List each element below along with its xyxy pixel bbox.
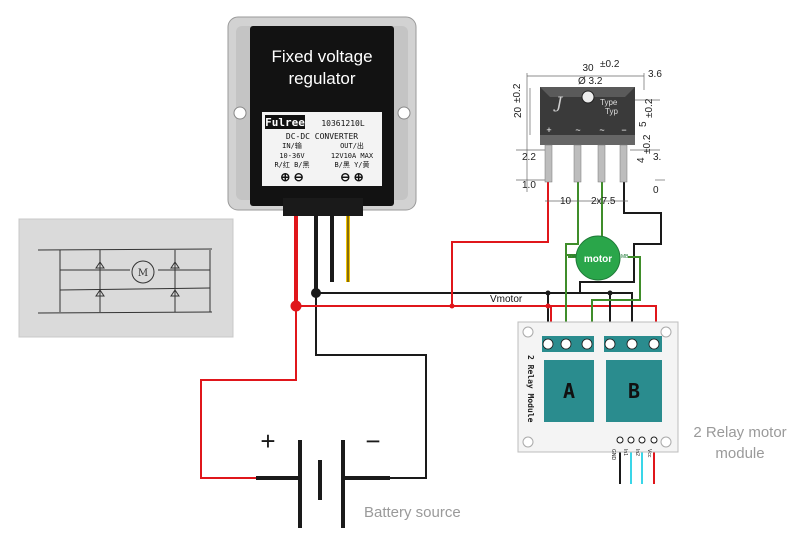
motor-pin-right: MB (621, 254, 629, 260)
regulator-title-line2: regulator (288, 69, 355, 88)
dim-5: 5 (638, 121, 649, 127)
motor-pin-left: 0A (570, 254, 577, 260)
relay-b-label: B (628, 379, 640, 403)
relay-pin (616, 436, 624, 444)
converter-type: DC-DC CONVERTER (286, 132, 358, 141)
in-header: IN/输 (282, 141, 302, 150)
relay-pin-vcc-label: Vcc (646, 449, 652, 458)
bridge-plus-wire (451, 180, 549, 306)
sketch-motor-label: M (138, 268, 148, 279)
out-polarity-symbols: ⊖ ⊕ (340, 170, 363, 184)
vmotor-label: Vmotor (490, 294, 523, 305)
dim-5-tol: ±0.2 (644, 98, 655, 118)
relay-pin-in1-label: In1 (622, 449, 628, 456)
relay-caption-line2: module (715, 445, 764, 462)
dim-4-tol: ±0.2 (642, 134, 653, 154)
relay-mount-hole (522, 436, 534, 448)
terminal-screw (581, 338, 593, 350)
dim-4: 4 (636, 157, 647, 163)
dim-3: 3. (653, 152, 661, 163)
relay-pin-gnd-label: GND (610, 449, 616, 461)
bus-tap-node (607, 290, 613, 296)
battery-minus-sign: − (365, 426, 380, 456)
dim-2-2: 2.2 (522, 152, 536, 163)
relay-module: 2 Relay Module A B GND In1 In2 Vcc (517, 321, 679, 461)
dim-3-6: 3.6 (648, 69, 662, 80)
bridge-ac2-wire (591, 256, 641, 340)
out-spec: 12V10A MAX (331, 152, 374, 160)
terminal-screw (626, 338, 638, 350)
bus-tap-node (545, 303, 551, 309)
pin-plus-label: + (546, 125, 551, 135)
pin-minus-label: − (621, 125, 626, 135)
battery-symbol: + − (256, 426, 390, 528)
relay-caption-line1: 2 Relay motor (693, 424, 786, 441)
dim-20: 20 (513, 106, 524, 118)
dim-width-tol: ±0.2 (600, 59, 620, 70)
out-wire-colors: B/黑 Y/黄 (334, 160, 369, 169)
bus-tap-node (449, 303, 455, 309)
battery-plus-sign: + (260, 426, 275, 456)
bridge-pin (597, 144, 606, 183)
motor: motor 0A MB (570, 235, 629, 281)
motor-label: motor (584, 254, 612, 265)
relay-pin (638, 436, 646, 444)
wires (200, 180, 662, 484)
terminal-screw (604, 338, 616, 350)
cable-gland (283, 198, 363, 216)
voltage-regulator: Fixed voltage regulator Fulree 10361210L… (227, 16, 417, 216)
positive-junction-node (290, 300, 302, 312)
battery-minus-wire (315, 293, 427, 479)
relay-mount-hole (522, 326, 534, 338)
dim-width: 30 (582, 63, 594, 74)
bridge-mount-hole (581, 90, 595, 104)
relay-pin-in2-label: In2 (634, 449, 640, 456)
typ-label: Typ (605, 107, 618, 116)
bridge-body (540, 87, 635, 137)
bridge-pin (619, 144, 628, 183)
dim-10: 10 (560, 196, 572, 207)
bridge-pin (544, 144, 553, 183)
out-header: OUT/出 (340, 141, 364, 150)
motor-body (575, 235, 621, 281)
type-label: Type (600, 98, 618, 107)
model-label: 10361210L (321, 119, 365, 128)
mounting-hole (233, 106, 247, 120)
sketch-motor-symbol (131, 260, 155, 284)
terminal-screw (648, 338, 660, 350)
relay-a-label: A (563, 379, 575, 403)
pin-ac1-label: ~ (575, 125, 580, 135)
regulator-title-line1: Fixed voltage (271, 47, 372, 66)
battery-caption: Battery source (364, 504, 461, 521)
bridge-logo-j: J (553, 93, 564, 112)
brand-label: Fulree (265, 116, 305, 129)
in-polarity-symbols: ⊕ ⊖ (280, 170, 303, 184)
bus-tap-node (545, 290, 551, 296)
relay-pin (627, 436, 635, 444)
bridge-minus-wire (579, 180, 662, 293)
dim-1-0: 1.0 (522, 180, 536, 191)
bridge-rectifier: 30 ±0.2 3.6 Ø 3.2 J Type Typ 20 ±0.2 5 ±… (512, 59, 665, 207)
sketch-photo: M (18, 218, 234, 338)
relay-a-body (544, 360, 594, 422)
battery-plus-wire (200, 306, 297, 479)
relay-module-text: 2 Relay Module (526, 355, 535, 423)
dim-0: 0 (653, 185, 659, 196)
relay-b-body (606, 360, 662, 422)
terminal-screw (560, 338, 572, 350)
relay-mount-hole (660, 436, 672, 448)
negative-junction-node (311, 288, 321, 298)
dim-hole: Ø 3.2 (578, 76, 603, 87)
terminal-screw (542, 338, 554, 350)
pin-ac2-label: ~ (599, 125, 604, 135)
dim-2x7-5: 2x7.5 (591, 196, 616, 207)
mounting-hole (397, 106, 411, 120)
relay-pin (650, 436, 658, 444)
in-wire-colors: R/红 B/黑 (274, 160, 309, 169)
bridge-pin (573, 144, 582, 183)
dim-20-tol: ±0.2 (512, 83, 523, 103)
relay-mount-hole (660, 326, 672, 338)
in-spec: 10-36V (279, 152, 305, 160)
